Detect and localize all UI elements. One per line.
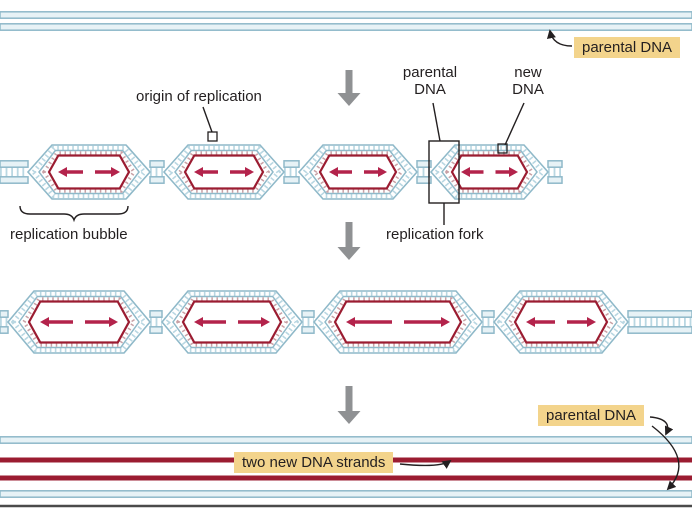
replication-bubble: [312, 290, 484, 354]
replication-bubble: [429, 144, 550, 200]
parental-dna-label-bottom: parental DNA: [538, 405, 645, 427]
down-arrow-icon: [337, 222, 361, 260]
replication-bubble: [492, 290, 630, 354]
replication-bubble: [162, 144, 286, 200]
parental-dna-label-top: parental DNA: [574, 37, 681, 59]
replication-bubble-row-1: [0, 144, 563, 200]
replication-bubble: [160, 290, 304, 354]
origin-of-replication-label: origin of replication: [136, 88, 262, 105]
replication-bubble: [26, 144, 152, 200]
replication-bubble-label: replication bubble: [10, 226, 128, 243]
replication-bubble: [297, 144, 419, 200]
down-arrow-icon: [337, 386, 361, 424]
parental-dna-pointer-label: parental DNA: [402, 64, 458, 99]
replication-fork-label: replication fork: [386, 226, 484, 243]
replication-bubble-row-2: [0, 290, 692, 354]
parental-dna-strand-top: [0, 11, 692, 31]
annotation-lines: [202, 29, 680, 491]
new-dna-pointer-label: new DNA: [512, 64, 544, 99]
replication-bubble-brace: [19, 205, 129, 223]
replication-bubble: [6, 290, 152, 354]
down-arrow-icon: [337, 70, 361, 106]
two-new-dna-strands-label: two new DNA strands: [234, 452, 394, 474]
